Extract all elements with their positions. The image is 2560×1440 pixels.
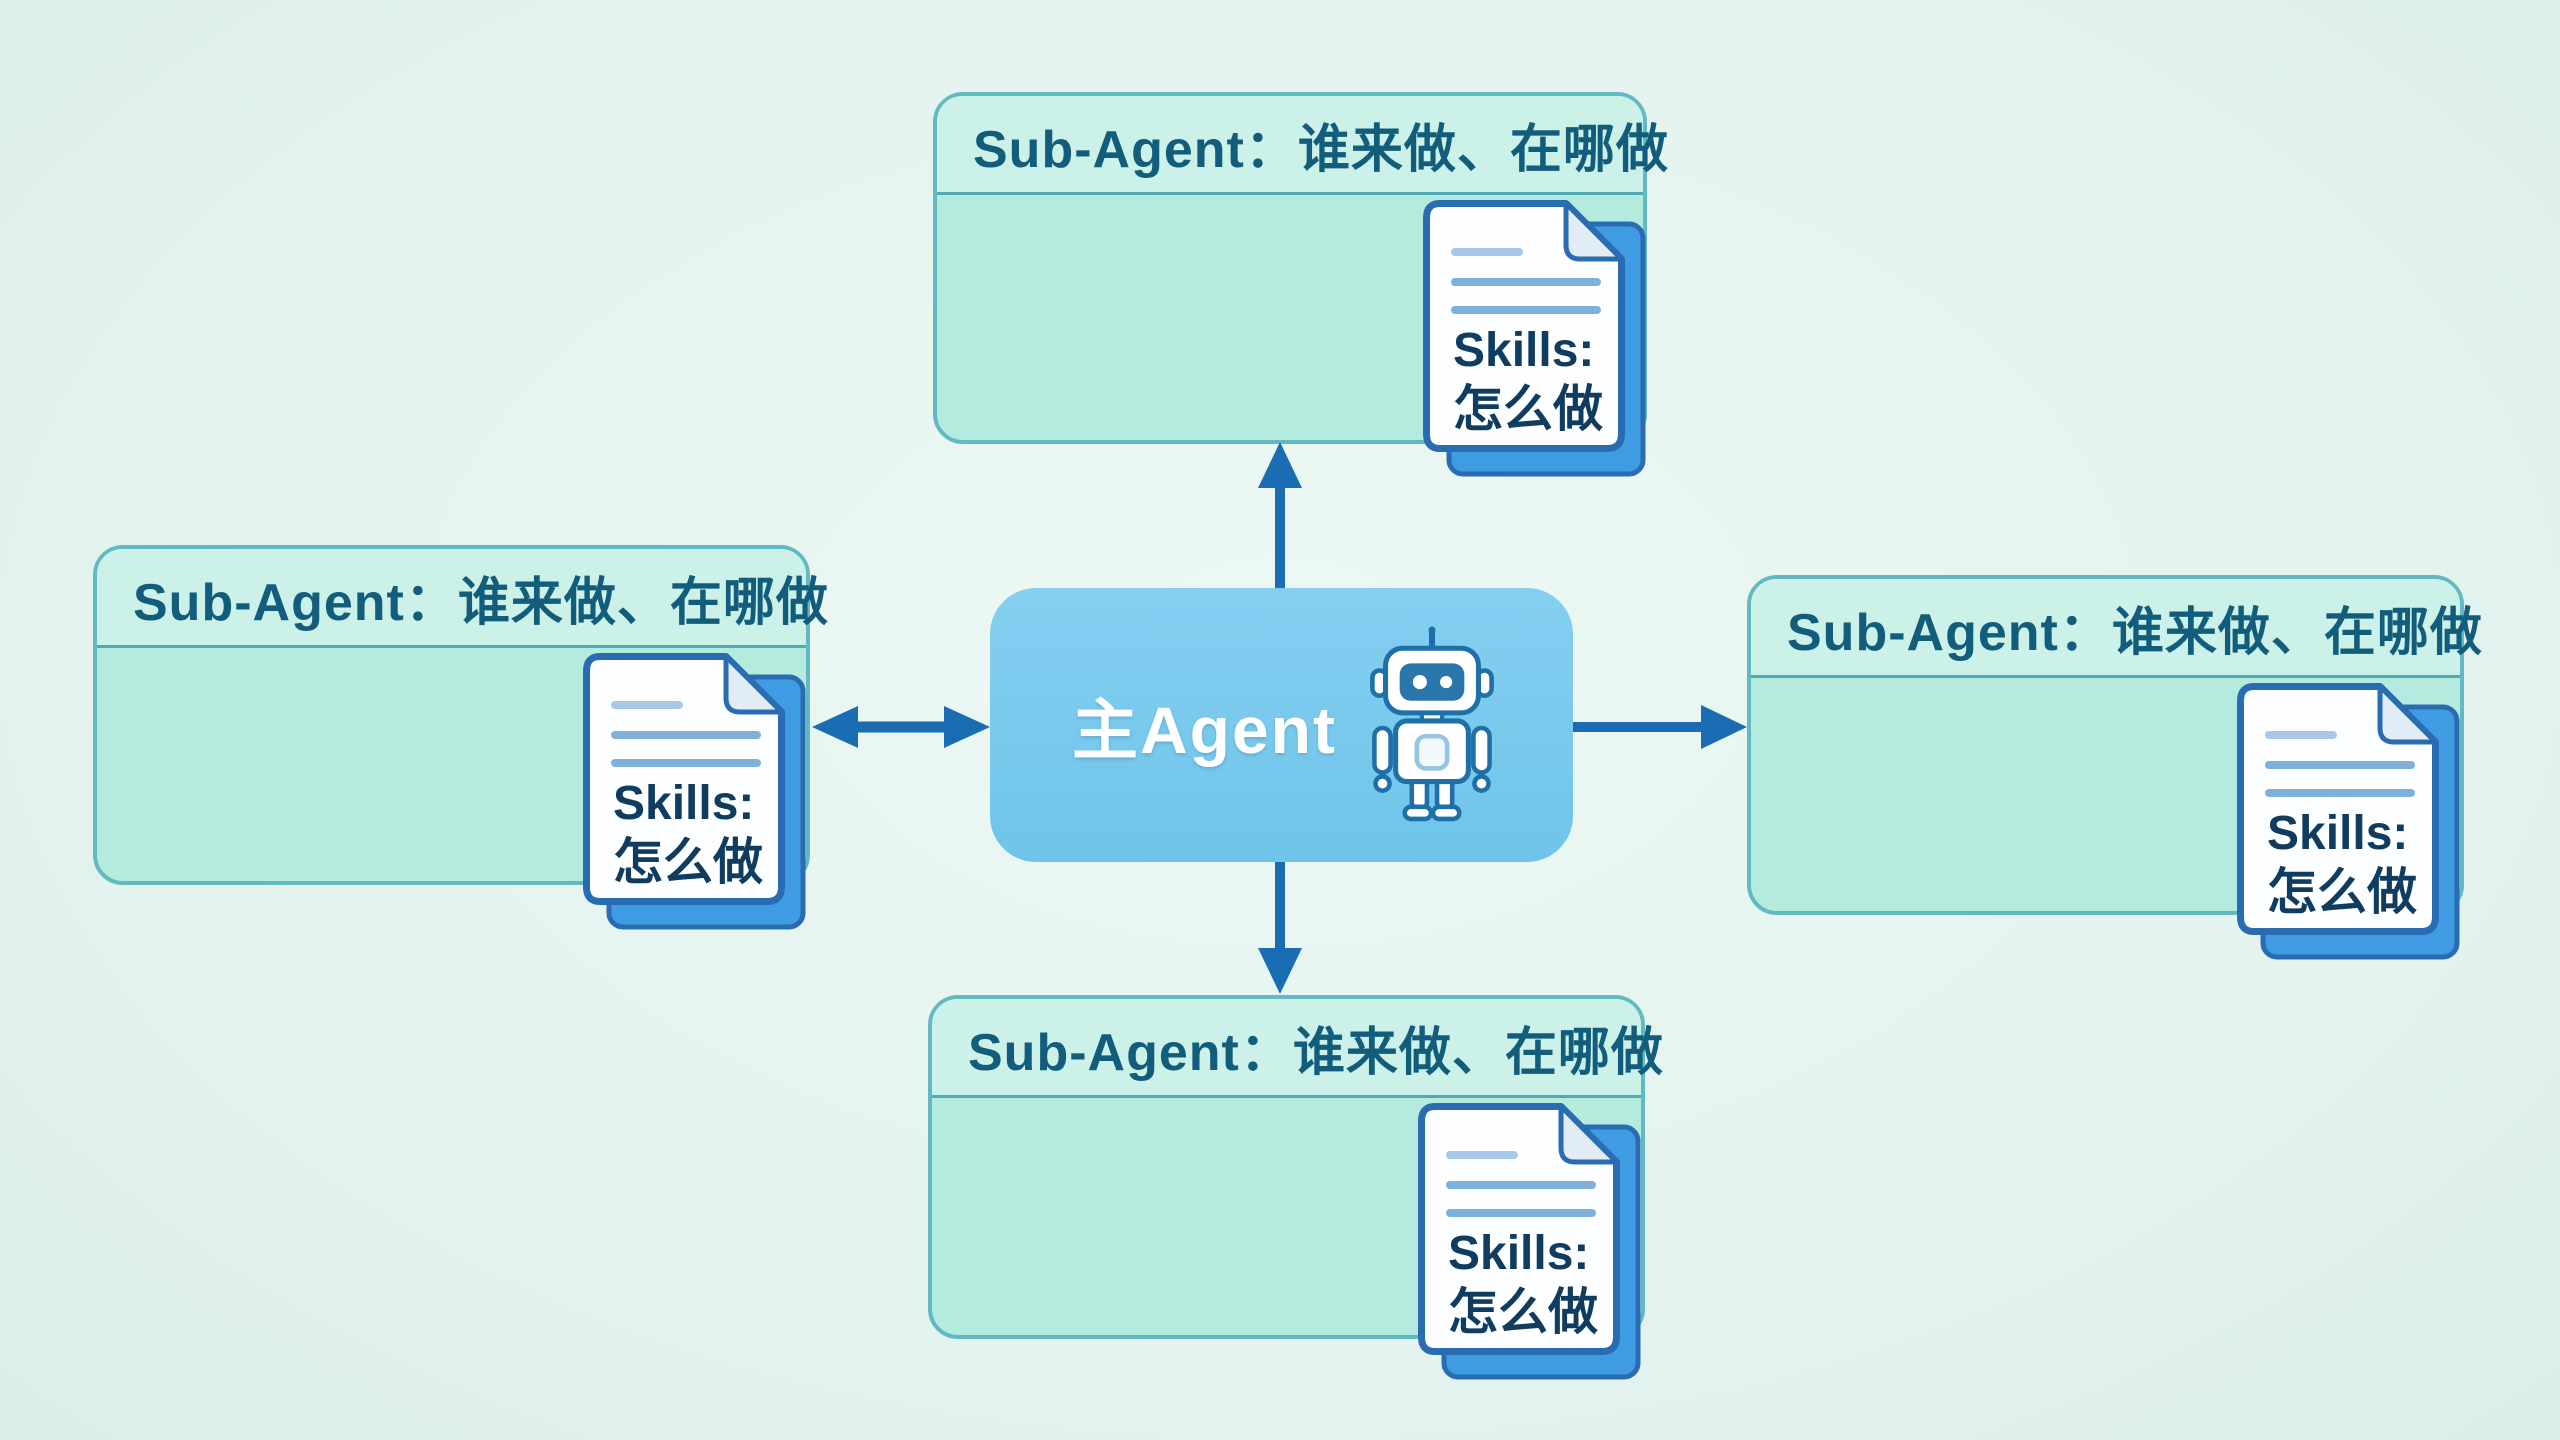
doc-skills-label: Skills: — [613, 777, 754, 830]
sub-agent-title: Sub-Agent：谁来做、在哪做 — [1751, 579, 2482, 678]
main-agent-box: 主Agent — [990, 588, 1573, 862]
doc-skills-value: 怎么做 — [1448, 1284, 1598, 1340]
doc-skills-label: Skills: — [1448, 1227, 1589, 1280]
sub-agent-box-bottom: Sub-Agent：谁来做、在哪做 Skills: 怎么做 — [928, 995, 1663, 1380]
skills-document-icon: Skills: 怎么做 — [1418, 1103, 1654, 1395]
skills-document-icon: Skills: 怎么做 — [2237, 683, 2473, 975]
doc-skills-label: Skills: — [2267, 807, 2408, 860]
sub-agent-title: Sub-Agent：谁来做、在哪做 — [97, 549, 828, 648]
doc-skills-value: 怎么做 — [1453, 381, 1603, 437]
skills-document-icon: Skills: 怎么做 — [1423, 200, 1659, 492]
doc-skills-value: 怎么做 — [613, 834, 763, 890]
arrow-left-right-icon — [812, 706, 990, 748]
sub-agent-box-top: Sub-Agent：谁来做、在哪做 Skills: 怎么做 — [933, 92, 1668, 477]
sub-agent-box-right: Sub-Agent：谁来做、在哪做 Skills: 怎么做 — [1747, 575, 2482, 960]
doc-skills-label: Skills: — [1453, 324, 1594, 377]
sub-agent-box-left: Sub-Agent：谁来做、在哪做 Skills: 怎么做 — [93, 545, 828, 930]
sub-agent-title: Sub-Agent：谁来做、在哪做 — [932, 999, 1663, 1098]
robot-icon — [1370, 626, 1494, 822]
sub-agent-title: Sub-Agent：谁来做、在哪做 — [937, 96, 1668, 195]
doc-skills-value: 怎么做 — [2267, 864, 2417, 920]
arrow-right-icon — [1571, 705, 1747, 749]
arrow-down-icon — [1258, 858, 1302, 994]
arrow-up-icon — [1258, 442, 1302, 590]
skills-document-icon: Skills: 怎么做 — [583, 653, 819, 945]
main-agent-label: 主Agent — [1072, 693, 1337, 767]
